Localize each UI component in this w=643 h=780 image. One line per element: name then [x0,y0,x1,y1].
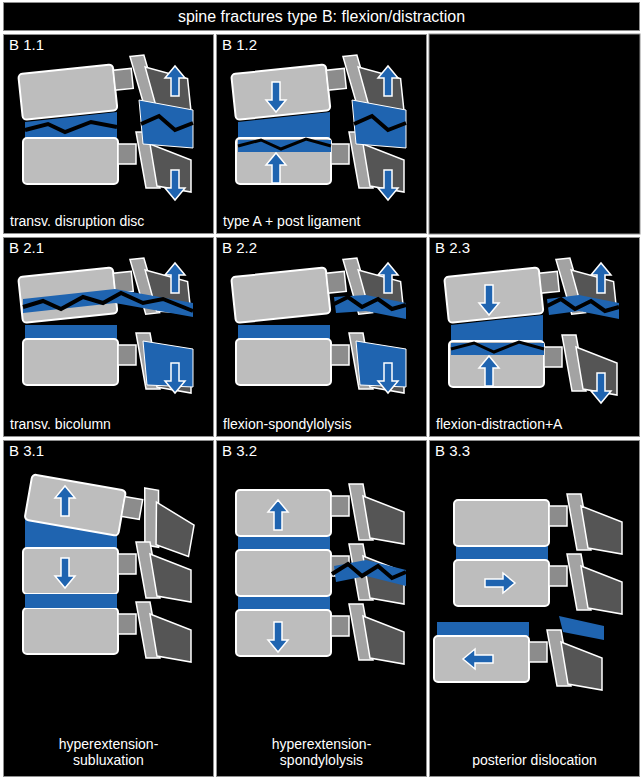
caption-wrap: posterior dislocation [430,752,639,768]
panel-code: B 2.3 [433,239,472,256]
fracture-panel: B 2.3 flexion-distraction+A [429,237,640,437]
title-band: spine fractures type B: flexion/distract… [3,2,640,31]
panel-code: B 2.1 [7,239,46,256]
fracture-panel: B 3.3 posterior dislocation [429,440,640,777]
panel-caption: transv. disruption disc [8,213,146,229]
panel-code: B 3.3 [433,442,472,459]
panel-code: B 3.2 [220,442,259,459]
panel-code: B 2.2 [220,239,259,256]
caption-wrap: hyperextension- spondylolysis [217,736,426,768]
panel-caption: hyperextension- subluxation [44,736,174,768]
panel-caption: hyperextension- spondylolysis [257,736,387,768]
panel-caption: flexion-distraction+A [434,416,564,432]
panel-caption: posterior dislocation [470,752,600,768]
diagram-title: spine fractures type B: flexion/distract… [178,8,465,25]
panel-code: B 1.1 [7,36,46,53]
panel-caption: type A + post ligament [221,213,362,229]
caption-wrap: hyperextension- subluxation [4,736,213,768]
fracture-panel: B 3.2 hyperextension- spondylolysis [216,440,427,777]
panel-code: B 1.2 [220,36,259,53]
fracture-panel: B 1.1 transv. disruption disc [3,34,214,234]
fracture-panel: B 2.2 flexion-spondylolysis [216,237,427,437]
fracture-panel: B 3.1 hyperextension- subluxation [3,440,214,777]
fracture-panel: B 1.2 type A + post ligament [216,34,427,234]
panel-caption: transv. bicolumn [8,416,113,432]
panel-caption: flexion-spondylolysis [221,416,353,432]
panel-code: B 3.1 [7,442,46,459]
fracture-panel: B 2.1 transv. bicolumn [3,237,214,437]
